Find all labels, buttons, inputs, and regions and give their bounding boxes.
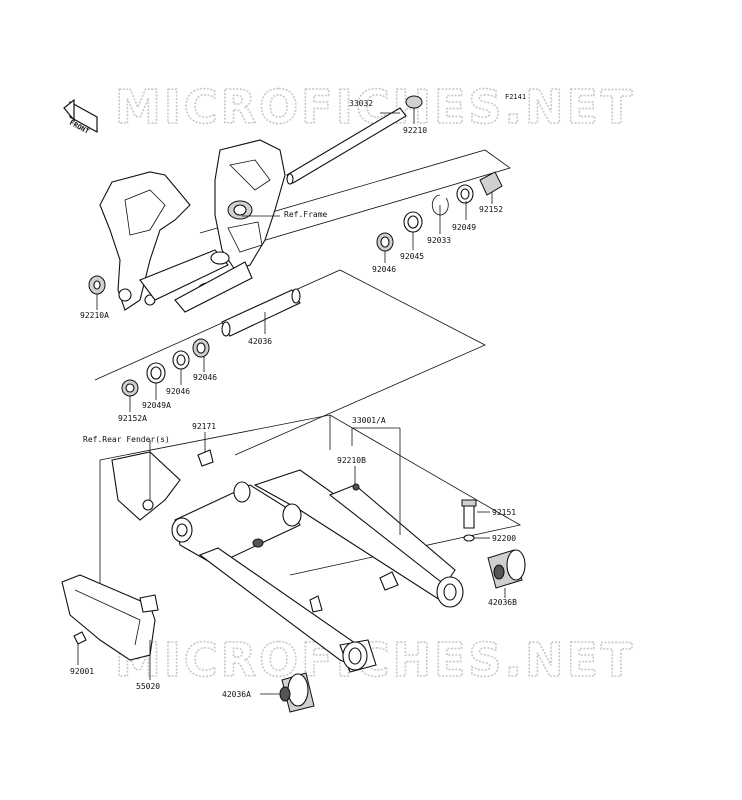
part-label-92151: 92151 bbox=[492, 508, 516, 517]
part-label-92210A: 92210A bbox=[80, 311, 109, 320]
bolt-92151 bbox=[461, 499, 477, 529]
part-label-92152: 92152 bbox=[479, 205, 503, 214]
part-label-55020: 55020 bbox=[136, 682, 160, 691]
part-label-42036A: 42036A bbox=[222, 690, 251, 699]
frame-cross-tube bbox=[139, 249, 253, 313]
front-arrow-icon: FRONT bbox=[63, 98, 98, 136]
part-label-42036B: 42036B bbox=[488, 598, 517, 607]
bearing-stack-left bbox=[121, 338, 210, 397]
ref-rear-fender-label: Ref.Rear Fender(s) bbox=[83, 435, 170, 444]
part-label-92045: 92045 bbox=[400, 252, 424, 261]
part-label-92210B: 92210B bbox=[337, 456, 366, 465]
part-label-92049: 92049 bbox=[452, 223, 476, 232]
rear-fender-bracket bbox=[111, 449, 214, 521]
bolt-92001 bbox=[73, 631, 87, 645]
part-label-92046-top: 92046 bbox=[372, 265, 396, 274]
part-label-92001: 92001 bbox=[70, 667, 94, 676]
part-label-92171: 92171 bbox=[192, 422, 216, 431]
nut-92210A bbox=[88, 275, 106, 295]
part-label-92200: 92200 bbox=[492, 534, 516, 543]
swingarm bbox=[171, 469, 464, 673]
frame-left-plate bbox=[99, 171, 191, 311]
leader-lines bbox=[77, 108, 506, 695]
figure-code: F2141 bbox=[505, 93, 526, 101]
part-label-92210: 92210 bbox=[403, 126, 427, 135]
bush-42036A bbox=[279, 672, 315, 713]
watermark-bottom: MICROFICHES.NET bbox=[115, 633, 635, 687]
part-label-92152A: 92152A bbox=[118, 414, 147, 423]
swingarm-group-outline bbox=[99, 414, 522, 640]
collar-42036 bbox=[221, 288, 301, 337]
ref-frame-label: Ref.Frame bbox=[284, 210, 328, 219]
washer-92200 bbox=[463, 534, 475, 542]
part-label-92049A: 92049A bbox=[142, 401, 171, 410]
part-label-92046-b: 92046 bbox=[166, 387, 190, 396]
pivot-group-outline bbox=[94, 149, 511, 456]
chain-guard bbox=[61, 574, 159, 661]
part-label-33032: 33032 bbox=[349, 99, 373, 108]
bush-42036B bbox=[487, 549, 526, 589]
part-label-92046-a: 92046 bbox=[193, 373, 217, 382]
frame-right-plate bbox=[214, 139, 286, 271]
part-label-33001A: 33001/A bbox=[352, 416, 386, 425]
part-label-42036: 42036 bbox=[248, 337, 272, 346]
part-label-92033: 92033 bbox=[427, 236, 451, 245]
